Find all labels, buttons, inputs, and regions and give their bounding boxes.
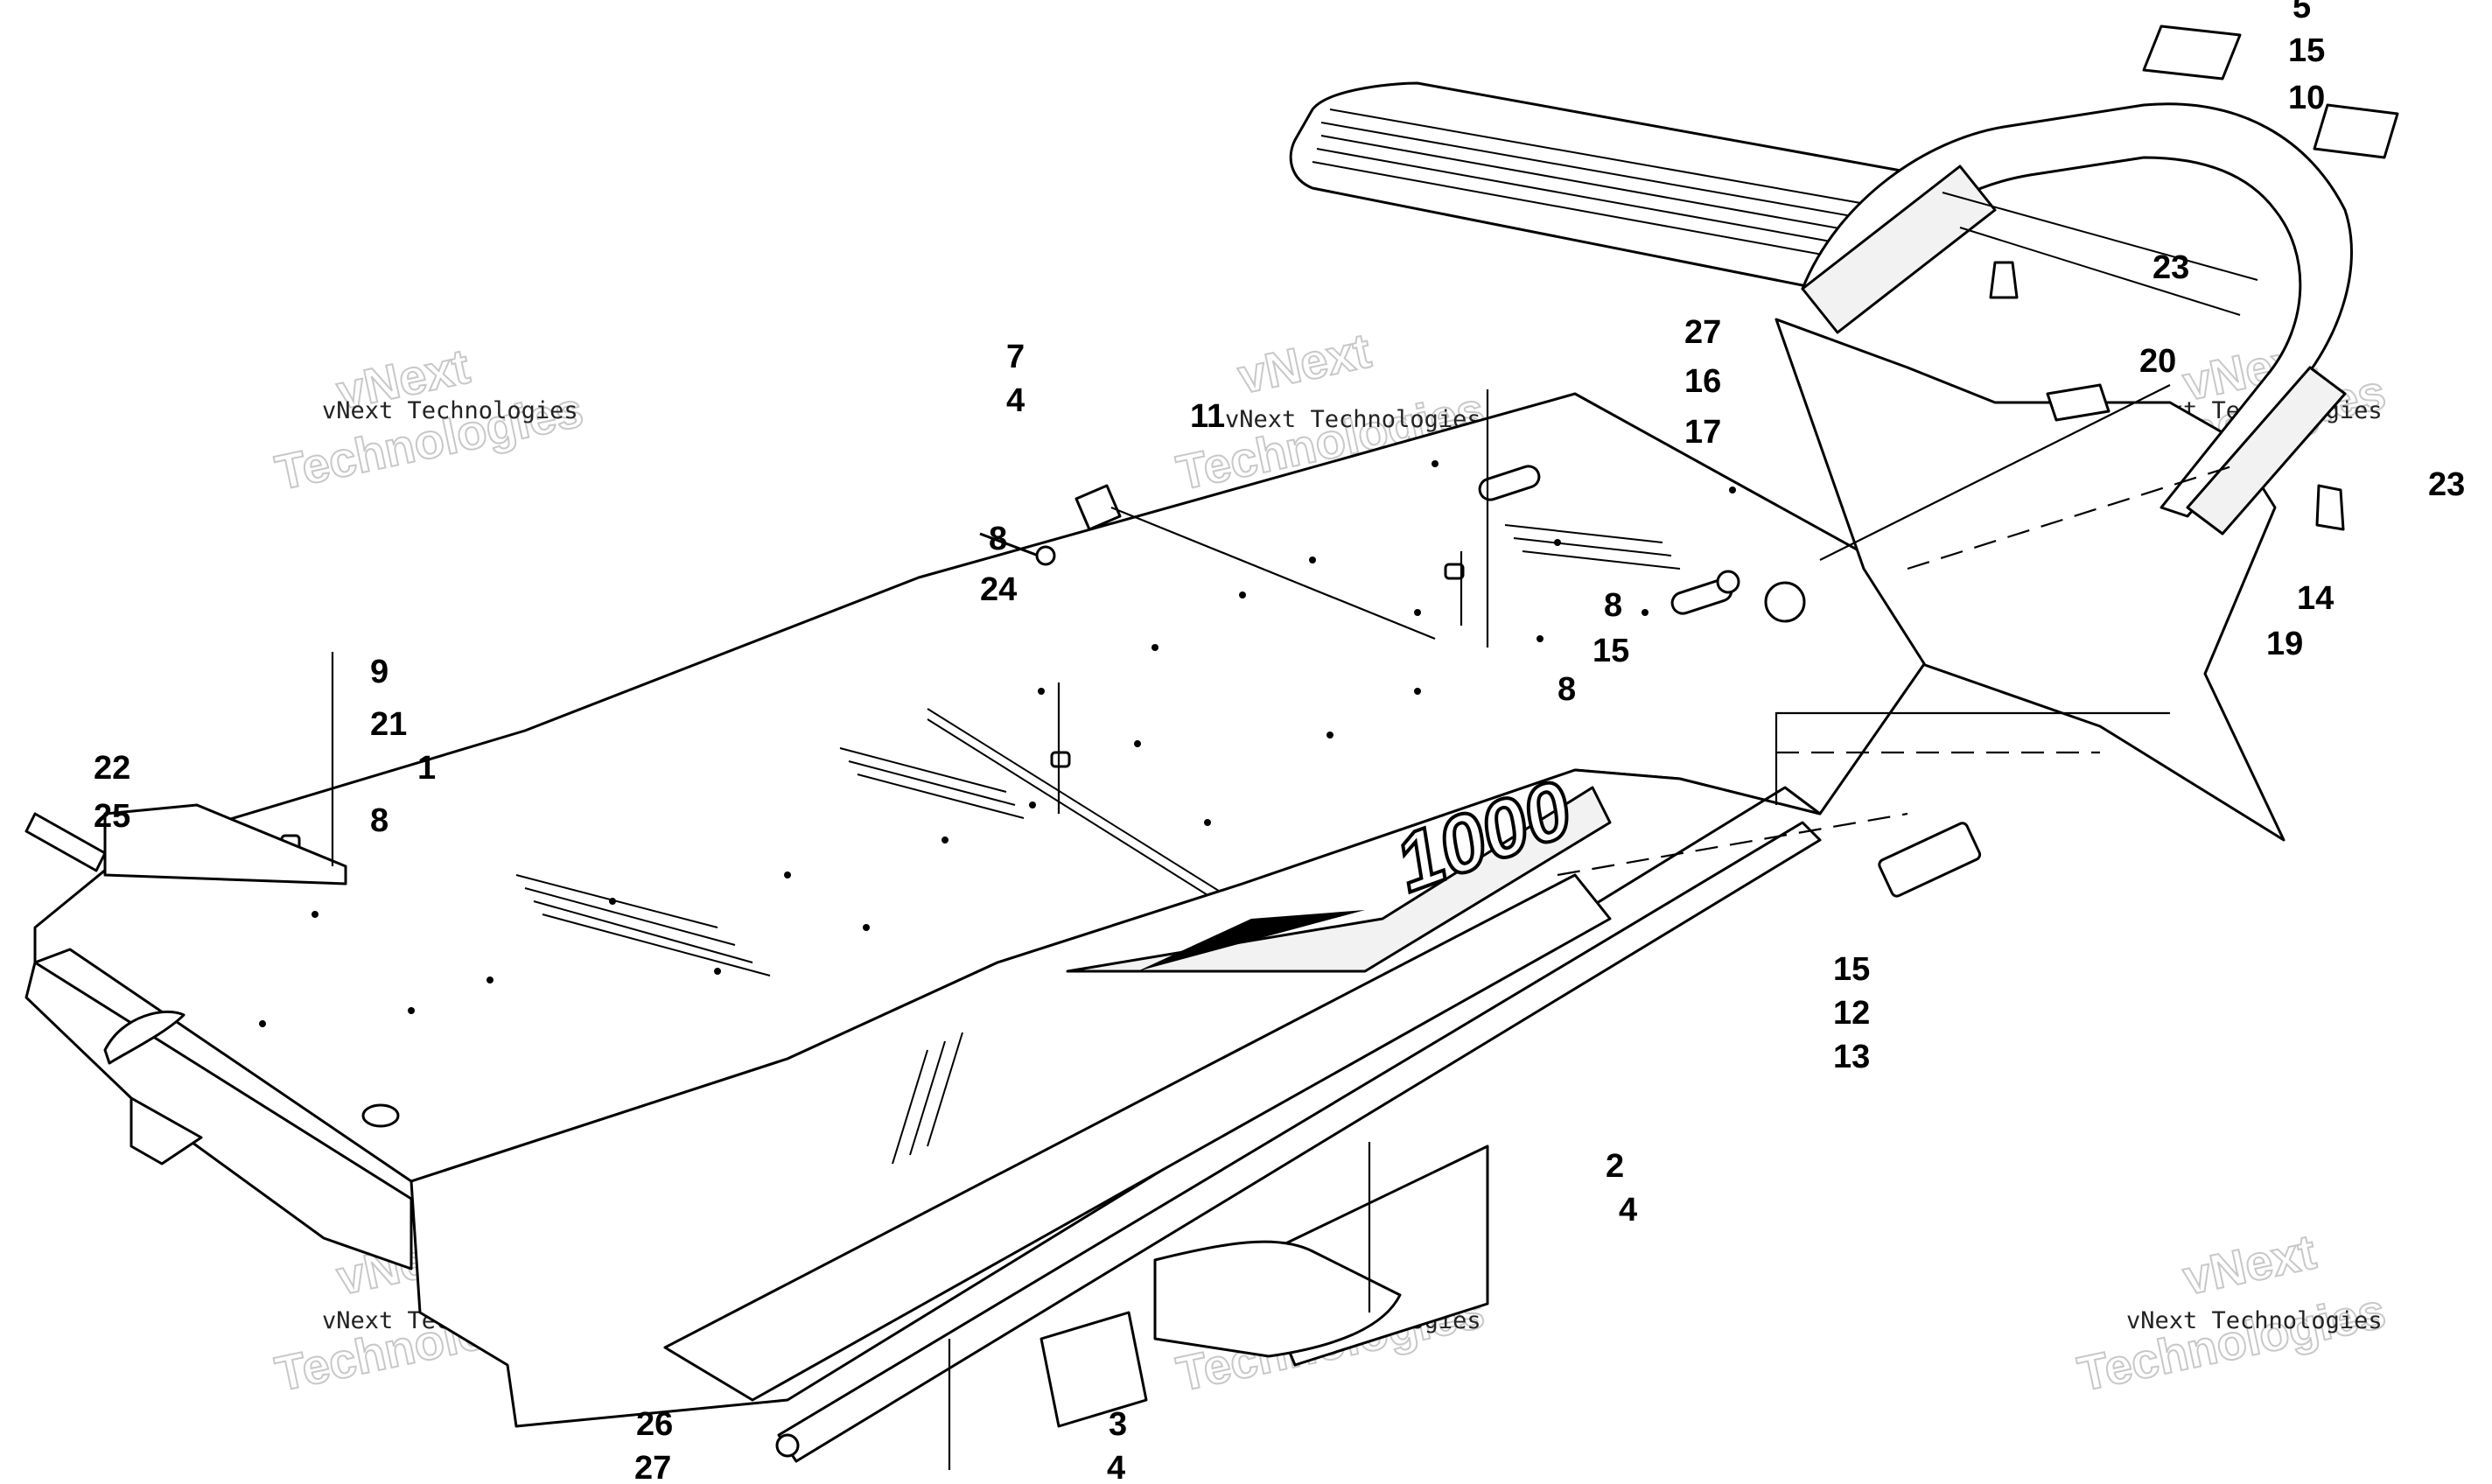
plug-8-right bbox=[1444, 563, 1465, 580]
rivet-holes bbox=[259, 460, 1736, 1027]
clip-23-lower bbox=[2315, 484, 2345, 531]
plate-3 bbox=[1040, 1311, 1148, 1428]
callout-23-upper: 23 bbox=[2152, 249, 2189, 286]
side-vent-grille bbox=[663, 873, 1612, 1402]
watermark-left: vNext Technologies vNext Technologies bbox=[270, 337, 588, 500]
callout-4-top: 4 bbox=[1006, 382, 1025, 419]
watermark-right-bottom: vNext Technologies vNext Technologies bbox=[2072, 1222, 2390, 1402]
callout-15-low: 15 bbox=[1833, 951, 1870, 988]
bumper-crossbar bbox=[1942, 192, 2258, 316]
callout-5: 7 bbox=[1006, 339, 1025, 375]
reflector-10 bbox=[1878, 822, 1982, 898]
callout-19: 20 bbox=[2139, 343, 2176, 380]
callout-23-lower: 23 bbox=[2428, 466, 2465, 503]
rail-end-cap bbox=[775, 1433, 800, 1458]
reflector-decal-14 bbox=[2313, 103, 2399, 159]
callout-8-left: 8 bbox=[370, 802, 388, 839]
bumper-right-bracket bbox=[2186, 366, 2347, 536]
rivet-4-top-head bbox=[1035, 545, 1056, 566]
seat-seam-2 bbox=[927, 718, 1243, 918]
skirt-tab bbox=[130, 1096, 203, 1166]
callout-22: 25 bbox=[94, 798, 130, 835]
callout-27: 27 bbox=[1684, 314, 1721, 351]
rear-flap bbox=[1774, 318, 2286, 842]
main-body-panel: 1000 bbox=[24, 392, 1962, 1463]
callout-21: 22 bbox=[94, 750, 130, 787]
callout-9: 11 bbox=[1190, 398, 1225, 435]
callout-11: 13 bbox=[1833, 1039, 1870, 1075]
callout-16: 16 bbox=[1684, 363, 1721, 400]
callout-3: 3 bbox=[1109, 1406, 1127, 1443]
half-round-bracket-20 bbox=[103, 803, 347, 886]
callout-15-mid: 15 bbox=[1592, 633, 1629, 669]
callout-18: 19 bbox=[2266, 626, 2303, 662]
watermark-big-2: Technologies bbox=[2073, 1283, 2390, 1402]
callout-13: 5 bbox=[2292, 0, 2311, 25]
grab-strap-22 bbox=[24, 812, 107, 872]
grip-pad-ribs bbox=[1312, 108, 1926, 268]
callout-4-right: 4 bbox=[1619, 1192, 1637, 1228]
label-5 bbox=[1074, 484, 1122, 531]
watermark-small: vNext Technologies bbox=[1225, 406, 1481, 433]
callouts: 5 15 10 23 27 16 17 20 23 14 19 7 4 11 8… bbox=[94, 0, 2465, 1484]
watermark-small: vNext Technologies bbox=[2126, 1307, 2383, 1334]
callout-7: 9 bbox=[370, 654, 388, 690]
front-opening bbox=[361, 1103, 400, 1128]
seat-seam bbox=[927, 708, 1243, 906]
decal-stripe bbox=[1066, 786, 1612, 973]
rear-bumper-assembly bbox=[1774, 102, 2353, 842]
bumper-bracket-lower bbox=[1153, 1240, 1402, 1358]
watermark-big-1: vNext bbox=[1233, 322, 1375, 403]
callout-12: 14 bbox=[2297, 580, 2334, 617]
callout-20: 21 bbox=[370, 706, 407, 743]
callout-8-center: 8 bbox=[989, 521, 1007, 557]
callout-26: 27 bbox=[634, 1450, 671, 1484]
decal-dark-wedge bbox=[1138, 910, 1365, 971]
reflector-decal-13 bbox=[2142, 24, 2242, 80]
callout-24: 24 bbox=[980, 571, 1017, 608]
clip-23-upper bbox=[1989, 261, 2019, 299]
callout-15-top: 15 bbox=[2288, 32, 2325, 69]
watermark-small: vNext Technologies bbox=[322, 397, 578, 424]
bumper-left-bracket bbox=[1801, 164, 1997, 334]
callout-4-bottom: 4 bbox=[1107, 1450, 1125, 1484]
callout-6: 8 bbox=[1558, 671, 1576, 708]
callout-25: 26 bbox=[636, 1406, 673, 1443]
watermark-big-1: vNext bbox=[2178, 1223, 2320, 1305]
callout-17: 17 bbox=[1684, 414, 1721, 451]
rear-vent-1 bbox=[1478, 465, 1541, 501]
bolt-15-rear-head bbox=[1764, 581, 1806, 623]
nut-19 bbox=[2046, 383, 2110, 422]
front-handle bbox=[103, 1010, 186, 1065]
callout-8-right: 8 bbox=[1604, 587, 1622, 624]
callout-2: 2 bbox=[1606, 1148, 1624, 1185]
bolt-15-rear bbox=[1716, 570, 1740, 594]
callout-14: 10 bbox=[2288, 80, 2325, 116]
plug-8-center bbox=[1050, 751, 1071, 768]
leader-lines bbox=[331, 384, 2241, 1470]
callout-1: 1 bbox=[417, 750, 436, 787]
surface-hatching bbox=[515, 524, 1681, 1165]
callout-10: 12 bbox=[1833, 995, 1870, 1032]
